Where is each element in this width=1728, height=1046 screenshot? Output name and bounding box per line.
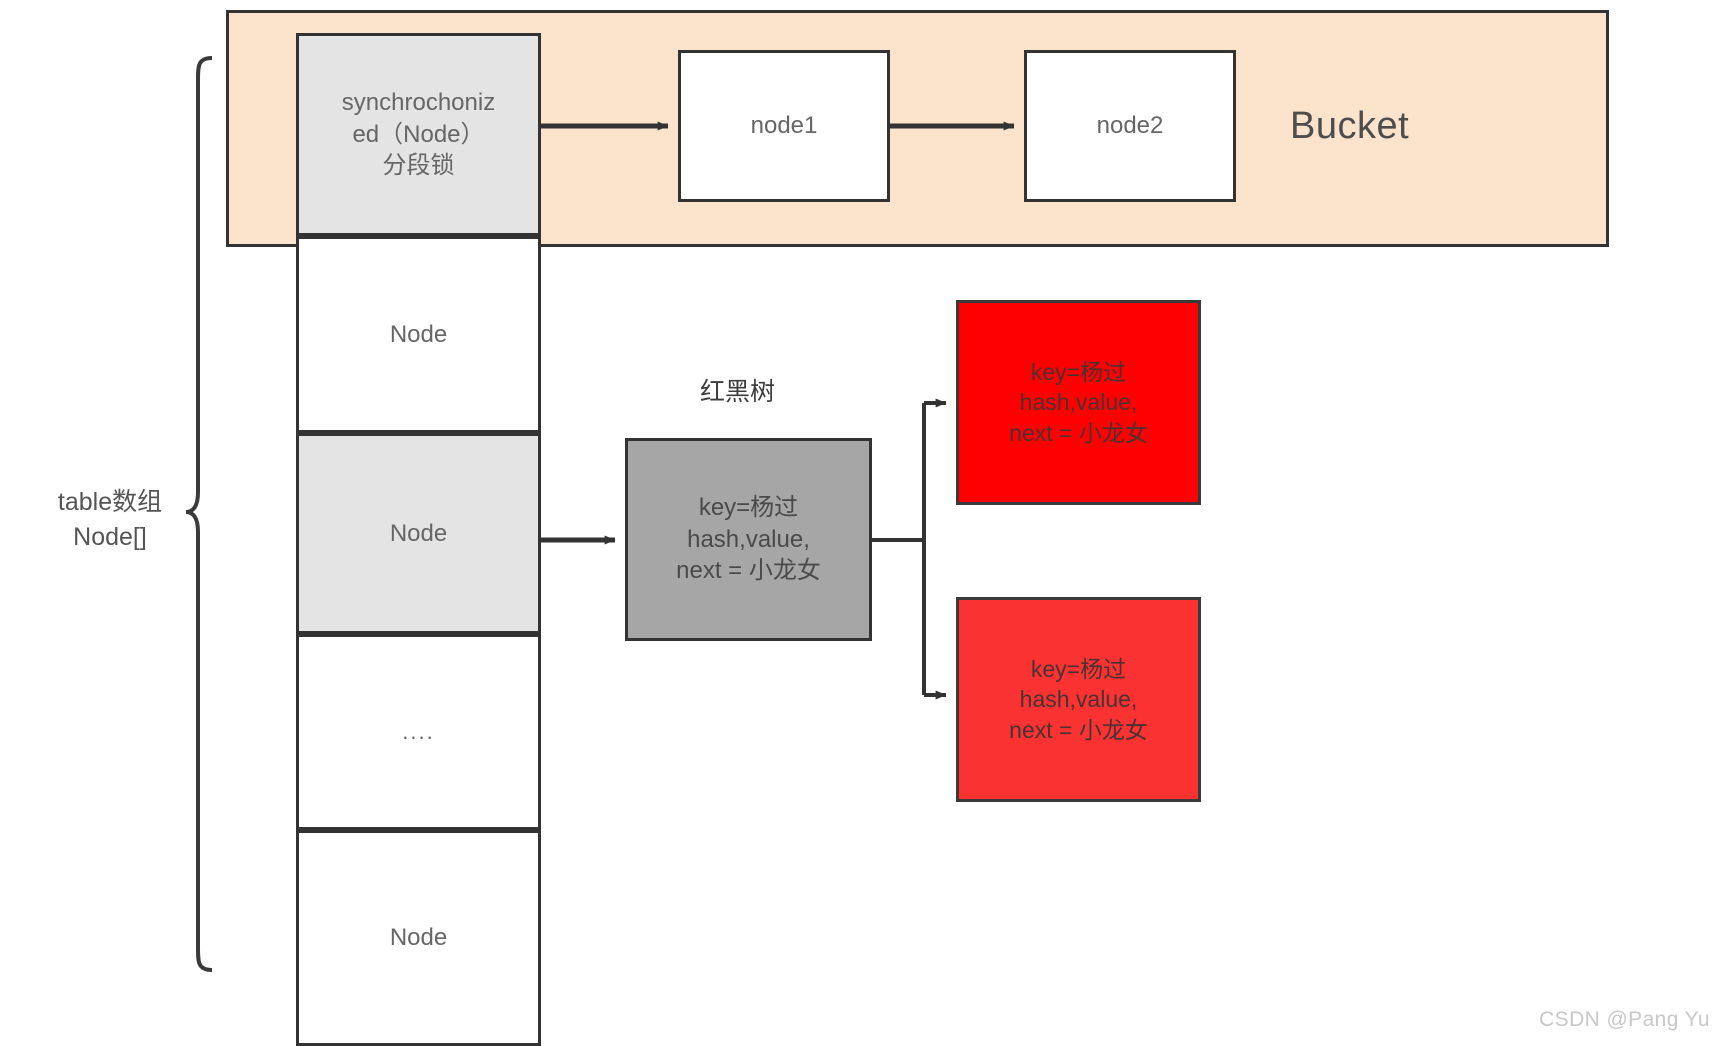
table-cell-ellipsis: ....	[296, 634, 541, 830]
red-black-tree-label: 红黑树	[700, 378, 776, 406]
table-cell-node-2: Node	[296, 433, 541, 634]
tree-leaf-node-2: key=杨过 hash,value, next = 小龙女	[956, 597, 1201, 802]
bucket-node-1: node1	[678, 50, 890, 202]
tree-leaf-node-1: key=杨过 hash,value, next = 小龙女	[956, 300, 1201, 505]
bucket-label: Bucket	[1290, 105, 1410, 147]
table-array-label: table数组 Node[]	[57, 488, 163, 551]
table-cell-node-3: Node	[296, 830, 541, 1046]
bucket-node-2: node2	[1024, 50, 1236, 202]
csdn-watermark: CSDN @Pang Yu	[1539, 1008, 1710, 1031]
table-cell-synchronized: synchrochoniz ed（Node） 分段锁	[296, 33, 541, 236]
table-cell-node-1: Node	[296, 236, 541, 433]
tree-root-node: key=杨过 hash,value, next = 小龙女	[625, 438, 872, 641]
